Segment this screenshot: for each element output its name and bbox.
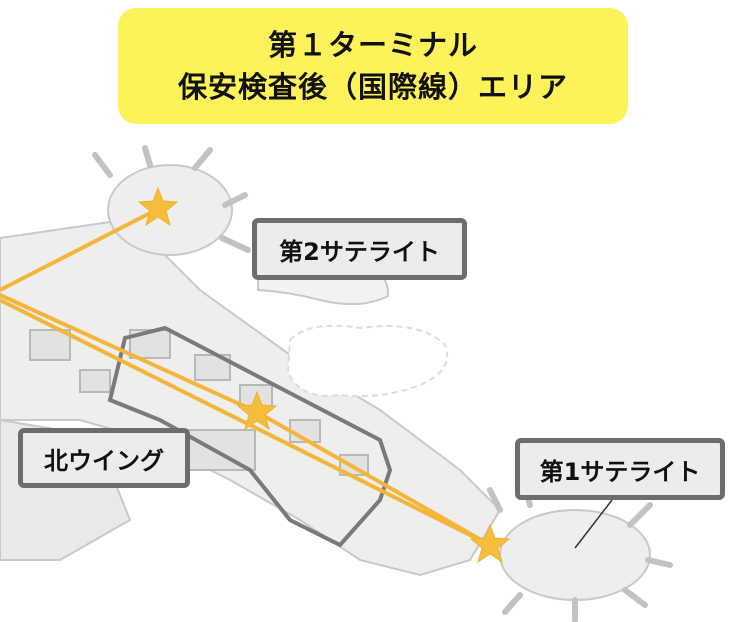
route-mid-to-satellite1 [256, 410, 491, 547]
label-satellite2: 第2サテライト [252, 218, 467, 280]
satellite1-pointer [574, 499, 613, 549]
route-to-north-wing [0, 293, 258, 414]
star-icon [469, 523, 511, 564]
route-to-satellite2 [0, 206, 161, 292]
label-satellite1: 第1サテライト [515, 438, 725, 500]
label-north-wing: 北ウイング [18, 428, 190, 488]
route-to-satellite1 [0, 298, 491, 547]
title-line-1: 第１ターミナル [267, 28, 478, 62]
jet-bridges [92, 145, 673, 622]
satellite2-building [107, 164, 233, 256]
star-icon [137, 186, 179, 227]
satellite2-annex-outline [286, 324, 449, 398]
route-lines [0, 206, 491, 547]
north-wing-outline [107, 325, 393, 548]
title-banner: 第１ターミナル 保安検査後（国際線）エリア [118, 8, 628, 124]
title-line-2: 保安検査後（国際線）エリア [177, 70, 568, 104]
star-icon [236, 390, 278, 431]
